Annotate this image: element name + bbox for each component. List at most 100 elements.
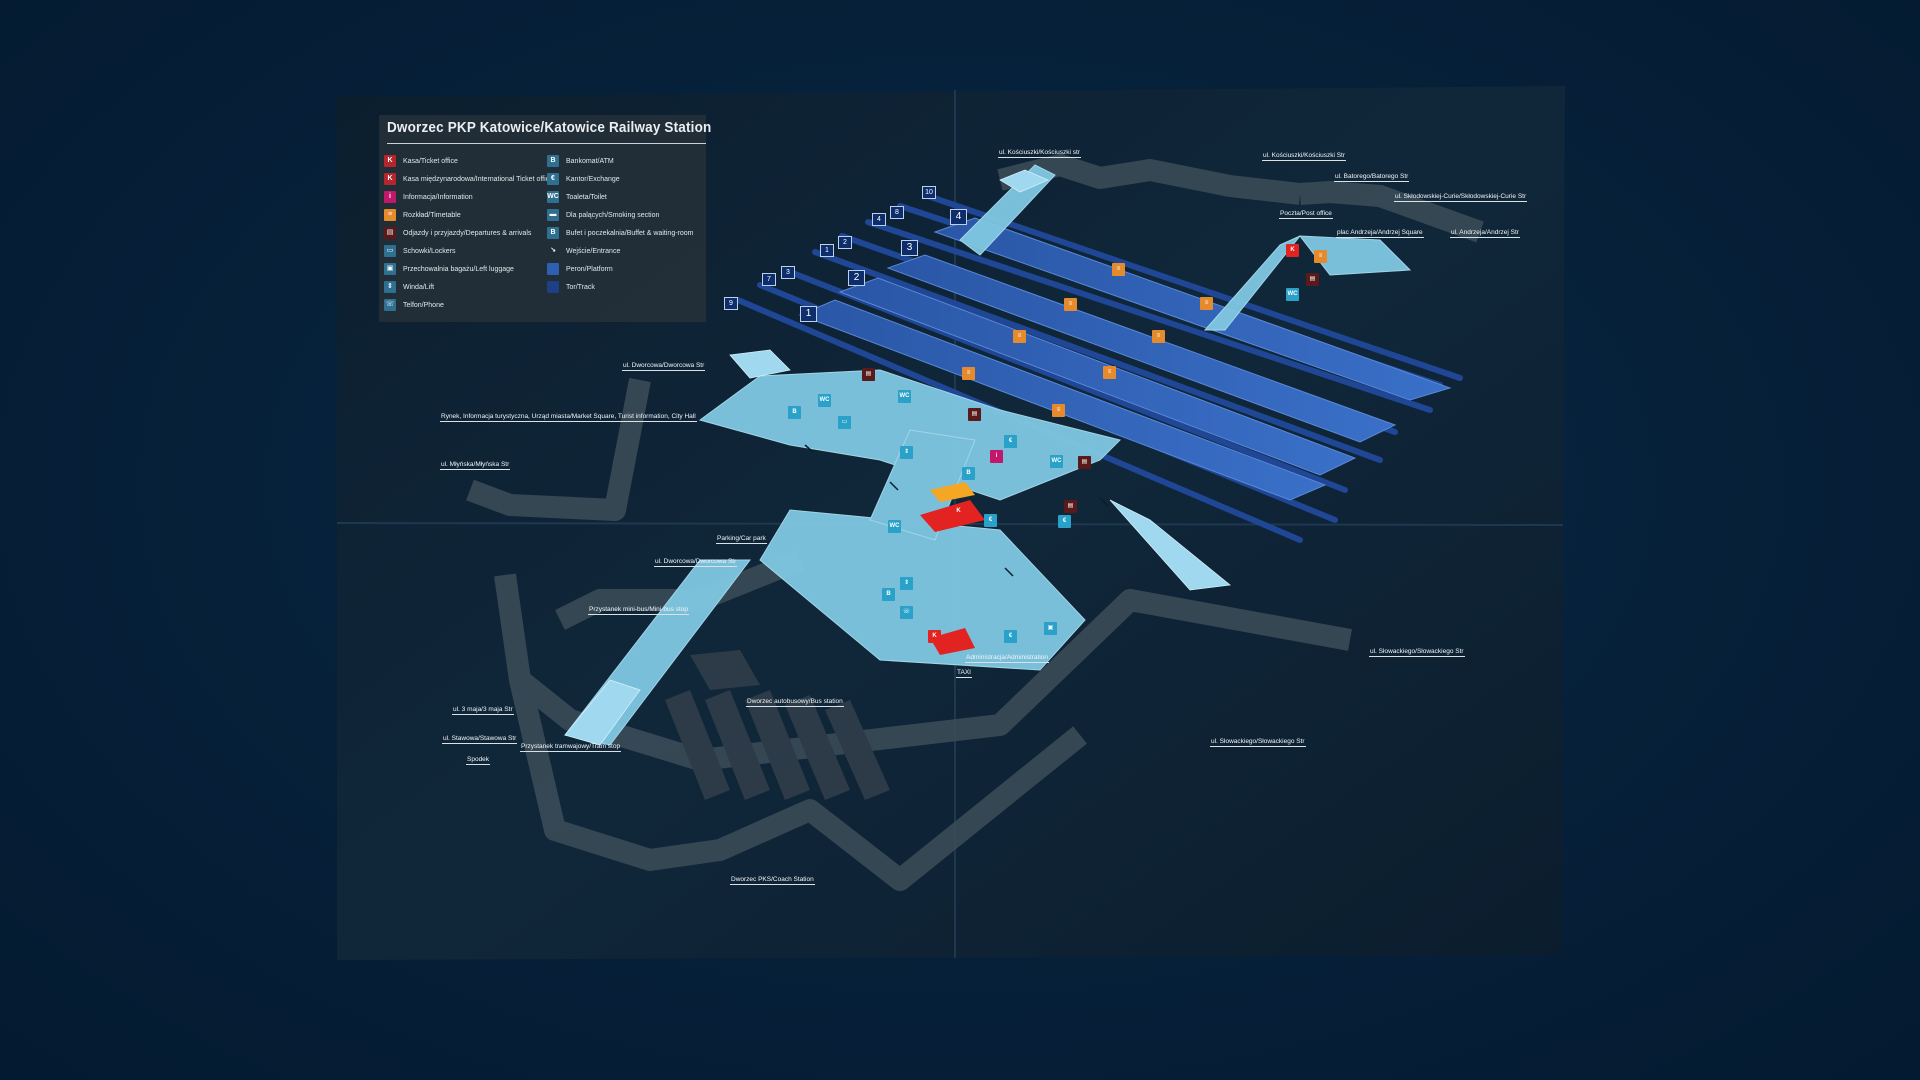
label-slowackiego-east: ul. Słowackiego/Słowackiego Str [1369,648,1465,657]
legend-item: i Informacja/Information [384,188,553,206]
legend-item: ⇕Winda/Lift [384,278,553,296]
departures-arrivals-icon: ▤ [968,408,981,421]
lift-icon: ⇕ [900,577,913,590]
platform-number-4: 4 [950,209,967,225]
label-spodek: Spodek [466,756,491,765]
legend-item-label: Wejście/Entrance [566,247,621,255]
timetable-icon: ≡ [962,367,975,380]
label-andrzeja-street: ul. Andrzeja/Andrzej Str [1450,229,1520,238]
information-icon: i [384,191,396,203]
platforms [798,217,1452,501]
track-number-10: 10 [922,186,936,199]
buffet-icon: B [547,227,559,239]
toilet-icon: WC [888,520,901,533]
lift-icon: ⇕ [900,446,913,459]
timetable-icon: ≡ [384,209,396,221]
legend-item: K Kasa międzynarodowa/International Ticke… [384,170,553,188]
label-stawowa: ul. Stawowa/Stawowa Str [442,735,518,744]
exchange-icon: € [547,173,559,185]
departures-arrivals-icon: ▤ [1078,456,1091,469]
legend-item-label: Schowki/Lockers [403,247,456,255]
timetable-icon: ≡ [1112,263,1125,276]
legend-item: WC Toaleta/Toilet [547,188,694,206]
legend-item: ☏ Telfon/Phone [384,296,553,314]
track-number-8: 8 [890,206,904,219]
legend-item-label: Winda/Lift [403,283,435,291]
legend-item: ▬Dla palących/Smoking section [547,206,694,224]
platform-number-1: 1 [800,306,817,322]
exchange-icon: € [1004,630,1017,643]
timetable-icon: ≡ [1152,330,1165,343]
timetable-icon: ≡ [1103,366,1116,379]
legend-item: B Bufet i poczekalnia/Buffet & waiting-ro… [547,224,694,242]
ticket-office-icon: K [384,155,396,167]
timetable-icon: ≡ [1200,297,1213,310]
label-dworcowa-south: ul. Dworcowa/Dworcowa Str [654,558,738,567]
legend-item-label: Toaleta/Toilet [566,193,607,201]
left-luggage-icon: ▣ [1044,622,1057,635]
legend-item-label: Peron/Platform [566,265,613,273]
legend-item-label: Telfon/Phone [403,301,444,309]
departures-arrivals-icon: ▤ [1064,500,1077,513]
platform-number-3: 3 [901,240,918,256]
toilet-icon: WC [547,191,559,203]
label-minibus-stop: Przystanek mini-bus/Mini-bus stop [588,606,689,615]
bus-station-bays [665,650,890,800]
stairs [564,169,1231,746]
legend-item-label: Tor/Track [566,283,595,291]
legend-item: ↘ Wejście/Entrance [547,242,694,260]
departures-arrivals-icon: ▤ [384,227,396,239]
legend-item: Peron/Platform [547,260,694,278]
atm-icon: B [962,467,975,480]
legend-item-label: Kantor/Exchange [566,175,620,183]
label-administration: Administracja/Administration [965,654,1050,663]
map-legend: Dworzec PKP Katowice/Katowice Railway St… [379,115,711,322]
label-slowackiego-south: ul. Słowackiego/Słowackiego Str [1210,738,1306,747]
track-number-7: 7 [762,273,776,286]
timetable-icon: ≡ [1314,250,1327,263]
platform-swatch [547,263,559,275]
label-andrzeja-square: plac Andrzeja/Andrzej Square [1336,229,1424,238]
timetable-icon: ≡ [1052,404,1065,417]
label-sklodowskiej: ul. Skłodowskiej-Curie/Skłodowskiej-Curi… [1394,193,1528,202]
departures-arrivals-icon: ▤ [862,368,875,381]
label-post-office: Poczta/Post office [1279,210,1333,219]
label-kosciuszki-east: ul. Kościuszki/Kościuszki Str [1262,152,1346,161]
ticket-office-icon: K [952,505,965,518]
track-swatch [547,281,559,293]
track-number-1: 1 [820,244,834,257]
legend-item-label: Bankomat/ATM [566,157,614,165]
label-market-square: Rynek, Informacja turystyczna, Urząd mia… [440,413,697,422]
legend-item-label: Rozkład/Timetable [403,211,461,219]
toilet-icon: WC [818,394,831,407]
entrance-icon: ↘ [550,247,556,254]
atm-icon: B [882,588,895,601]
label-mlynska: ul. Młyńska/Młyńska Str [440,461,511,470]
timetable-icon: ≡ [1013,330,1026,343]
ticket-office-icon: K [928,630,941,643]
phone-icon: ☏ [900,606,913,619]
information-icon: i [990,450,1003,463]
exchange-icon: € [984,514,997,527]
track-number-3: 3 [781,266,795,279]
legend-item: ▣Przechowalnia bagażu/Left luggage [384,260,553,278]
exchange-icon: € [1058,515,1071,528]
phone-icon: ☏ [384,299,396,311]
legend-item-label: Bufet i poczekalnia/Buffet & waiting-roo… [566,229,694,237]
intl-ticket-office-icon: K [384,173,396,185]
label-batorego: ul. Batorego/Batorego Str [1334,173,1410,182]
legend-item-label: Kasa międzynarodowa/International Ticket… [403,175,554,183]
label-kosciuszki-north: ul. Kościuszki/Kościuszki str [998,149,1081,158]
entrance-arrows [804,444,1109,577]
left-luggage-icon: ▣ [384,263,396,275]
platform-number-2: 2 [848,270,865,286]
legend-item-label: Informacja/Information [403,193,473,201]
toilet-icon: WC [898,390,911,403]
legend-item: € Kantor/Exchange [547,170,694,188]
legend-divider [387,143,706,144]
